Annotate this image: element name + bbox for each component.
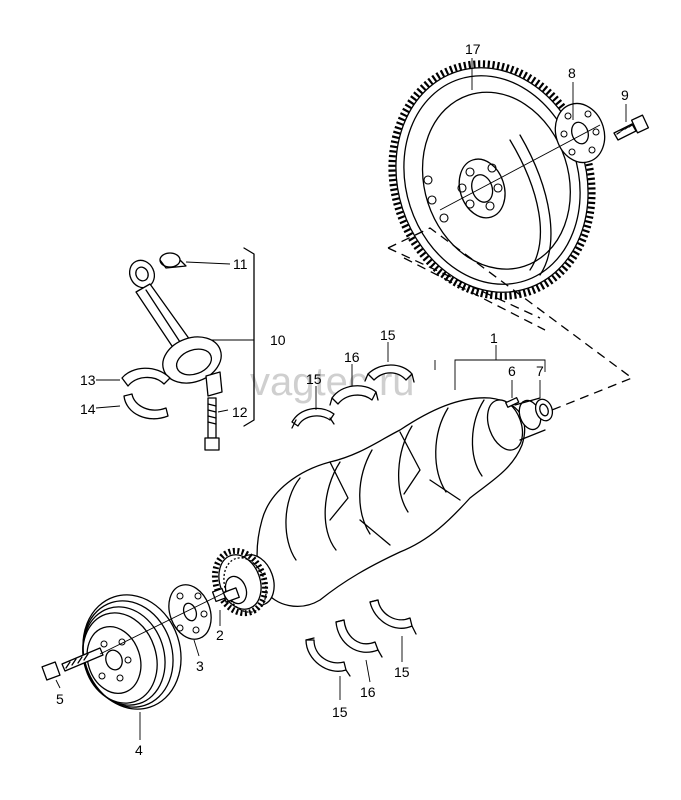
callout-3: 3	[196, 658, 204, 674]
bush-part-11	[159, 252, 187, 269]
rod-bolt-part-12	[204, 397, 220, 451]
front-axis-line	[99, 589, 231, 655]
drive-plate-part-8	[554, 102, 606, 164]
callout-15-left: 15	[306, 371, 322, 387]
bearing-shell-part-15-upper-right	[364, 364, 415, 383]
thrust-bearing-part-16-lower	[335, 619, 383, 658]
callout-11: 11	[233, 256, 248, 272]
callout-15-lower-right: 15	[394, 664, 410, 680]
crankshaft-part-1	[222, 397, 546, 613]
flywheel-axis-line	[439, 124, 601, 211]
callout-16-top: 16	[344, 349, 360, 365]
callout-8: 8	[568, 65, 576, 81]
pulley-bolt-part-5	[41, 647, 104, 681]
callout-13: 13	[80, 372, 96, 388]
callout-1: 1	[490, 330, 498, 346]
callout-4: 4	[135, 742, 143, 758]
bearing-shell-part-15-lower-right	[369, 599, 417, 635]
bearing-part-7	[534, 398, 554, 422]
group-bracket-10	[243, 247, 255, 427]
callout-15-lower-left: 15	[332, 704, 348, 720]
assembly-dashed-outline	[387, 227, 634, 411]
pulley-part-4	[82, 594, 182, 710]
assembly-dashed-outline-2	[403, 257, 546, 331]
flywheel-bolt-part-9	[613, 114, 650, 141]
rod-bearing-part-14	[123, 393, 169, 420]
leader-lines	[55, 58, 627, 740]
thrust-bearing-part-16-upper	[329, 385, 379, 406]
bearing-shell-part-15-lower-left	[305, 637, 351, 677]
pin-part-6	[505, 397, 520, 408]
callout-5: 5	[56, 691, 64, 707]
washer-part-3	[168, 584, 212, 640]
bearing-shell-part-15-upper-left	[291, 407, 335, 429]
flywheel-part-17	[388, 60, 596, 300]
callout-15-top: 15	[380, 327, 396, 343]
callout-10: 10	[270, 332, 286, 348]
callout-14: 14	[80, 401, 96, 417]
callout-17: 17	[465, 41, 481, 57]
callout-12: 12	[232, 404, 248, 420]
callout-2: 2	[216, 627, 224, 643]
rod-bearing-part-13	[121, 367, 171, 387]
callout-7: 7	[536, 363, 544, 379]
connecting-rod-part-10	[128, 259, 223, 397]
callout-9: 9	[621, 87, 629, 103]
callout-6: 6	[508, 363, 516, 379]
callout-16-lower: 16	[360, 684, 376, 700]
